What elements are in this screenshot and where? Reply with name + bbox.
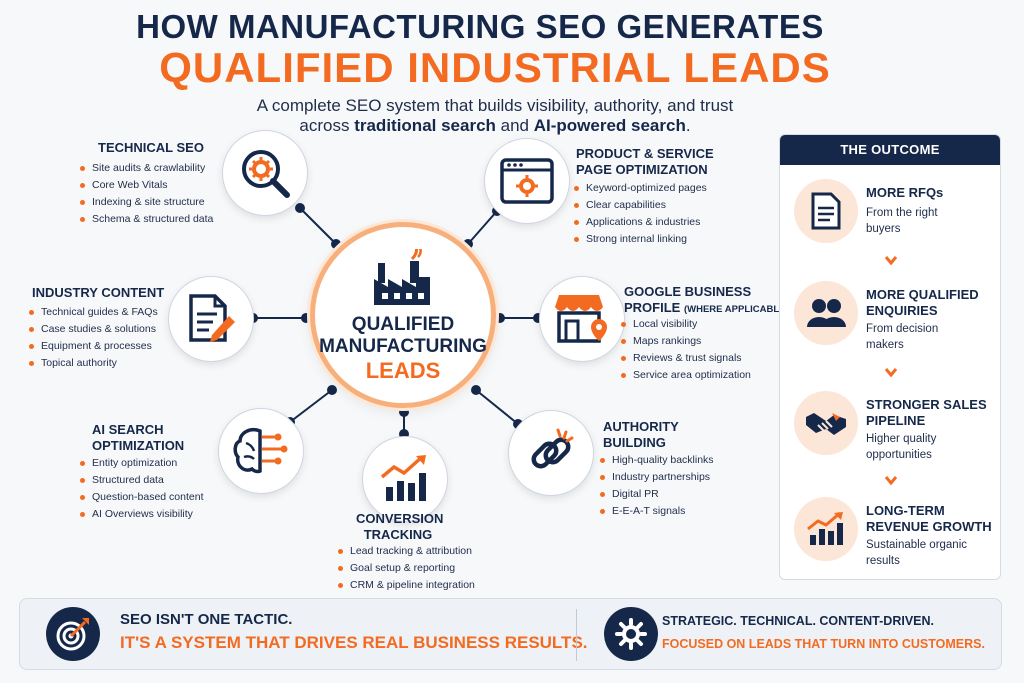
bar-chart-trend-icon bbox=[380, 455, 426, 501]
chain-link-icon bbox=[531, 428, 574, 469]
footer-divider bbox=[576, 609, 577, 661]
list-item: Question-based content bbox=[80, 489, 204, 506]
hub-line-3: LEADS bbox=[365, 358, 441, 383]
footer-right-icon-wrap bbox=[604, 607, 658, 661]
footer-banner: SEO ISN'T ONE TACTIC. IT'S A SYSTEM THAT… bbox=[19, 598, 1002, 670]
footer-left-line-2: IT'S A SYSTEM THAT DRIVES REAL BUSINESS … bbox=[120, 633, 588, 652]
outcome-icon-wrap bbox=[794, 281, 858, 345]
list-item: Goal setup & reporting bbox=[338, 560, 475, 577]
outcome-title-1: MORE RFQs bbox=[866, 185, 944, 200]
gear-icon bbox=[615, 618, 647, 650]
subtitle-line-1: A complete SEO system that builds visibi… bbox=[256, 96, 734, 115]
list-item: Core Web Vitals bbox=[80, 177, 213, 194]
footer-right-line-2: FOCUSED ON LEADS THAT TURN INTO CUSTOMER… bbox=[662, 637, 985, 651]
product-page-node bbox=[484, 138, 570, 224]
google-business-title: GOOGLE BUSINESS PROFILE (WHERE APPLICABL… bbox=[624, 284, 789, 315]
industry-content-node bbox=[168, 276, 254, 362]
list-item: Applications & industries bbox=[574, 214, 707, 231]
title-line-1: HOW MANUFACTURING SEO GENERATES bbox=[136, 8, 824, 45]
brain-circuit-icon bbox=[233, 428, 288, 474]
authority-node bbox=[508, 410, 594, 496]
list-item: Reviews & trust signals bbox=[621, 350, 751, 367]
list-item: Topical authority bbox=[29, 355, 158, 372]
list-item: CRM & pipeline integration bbox=[338, 577, 475, 594]
list-item: E-E-A-T signals bbox=[600, 503, 714, 520]
central-hub: QUALIFIED MANUFACTURING LEADS bbox=[310, 222, 496, 408]
google-business-node bbox=[539, 276, 625, 362]
conversion-list: Lead tracking & attribution Goal setup &… bbox=[338, 543, 475, 594]
list-item: Industry partnerships bbox=[600, 469, 714, 486]
ai-search-list: Entity optimization Structured data Ques… bbox=[80, 455, 204, 523]
ai-search-node bbox=[218, 408, 304, 494]
list-item: Maps rankings bbox=[621, 333, 751, 350]
people-icon bbox=[807, 299, 846, 327]
product-page-list: Keyword-optimized pages Clear capabiliti… bbox=[574, 180, 707, 248]
growth-chart-icon bbox=[807, 511, 843, 545]
technical-seo-node bbox=[222, 130, 308, 216]
authority-list: High-quality backlinks Industry partners… bbox=[600, 452, 714, 520]
conversion-node bbox=[362, 436, 448, 522]
magnifier-gear-icon bbox=[242, 150, 290, 198]
list-item: Site audits & crawlability bbox=[80, 160, 213, 177]
chevron-down-icon bbox=[884, 256, 898, 266]
list-item: High-quality backlinks bbox=[600, 452, 714, 469]
list-item: Structured data bbox=[80, 472, 204, 489]
subtitle-line-2: across traditional search and AI-powered… bbox=[299, 116, 691, 135]
technical-seo-list: Site audits & crawlability Core Web Vita… bbox=[80, 160, 213, 228]
outcome-title: THE OUTCOME bbox=[780, 135, 1000, 165]
list-item: Clear capabilities bbox=[574, 197, 707, 214]
outcome-icon-wrap bbox=[794, 391, 858, 455]
footer-left-line-1: SEO ISN'T ONE TACTIC. bbox=[120, 611, 293, 628]
technical-seo-title: TECHNICAL SEO bbox=[98, 140, 204, 155]
target-arrow-icon bbox=[56, 618, 89, 651]
list-item: Strong internal linking bbox=[574, 231, 707, 248]
factory-icon bbox=[374, 246, 430, 305]
footer-right-line-1: STRATEGIC. TECHNICAL. CONTENT-DRIVEN. bbox=[662, 614, 934, 628]
list-item: Digital PR bbox=[600, 486, 714, 503]
footer-left-icon-wrap bbox=[46, 607, 100, 661]
chevron-down-icon bbox=[884, 368, 898, 378]
list-item: Local visibility bbox=[621, 316, 751, 333]
list-item: Case studies & solutions bbox=[29, 321, 158, 338]
list-item: Service area optimization bbox=[621, 367, 751, 384]
list-item: Equipment & processes bbox=[29, 338, 158, 355]
list-item: Indexing & site structure bbox=[80, 194, 213, 211]
google-business-list: Local visibility Maps rankings Reviews &… bbox=[621, 316, 751, 384]
browser-gear-icon bbox=[500, 158, 554, 204]
outcome-icon-wrap bbox=[794, 179, 858, 243]
industry-content-list: Technical guides & FAQs Case studies & s… bbox=[29, 304, 158, 372]
list-item: Keyword-optimized pages bbox=[574, 180, 707, 197]
handshake-icon bbox=[806, 413, 846, 435]
document-pencil-icon bbox=[189, 294, 235, 342]
chevron-down-icon bbox=[884, 476, 898, 486]
storefront-pin-icon bbox=[555, 295, 607, 343]
list-item: Schema & structured data bbox=[80, 211, 213, 228]
hub-line-1: QUALIFIED bbox=[351, 314, 455, 335]
list-item: Technical guides & FAQs bbox=[29, 304, 158, 321]
hub-line-2: MANUFACTURING bbox=[319, 336, 487, 357]
list-item: Entity optimization bbox=[80, 455, 204, 472]
document-icon bbox=[811, 192, 841, 230]
outcome-icon-wrap bbox=[794, 497, 858, 561]
title-line-2: QUALIFIED INDUSTRIAL LEADS bbox=[159, 44, 831, 91]
list-item: AI Overviews visibility bbox=[80, 506, 204, 523]
industry-content-title: INDUSTRY CONTENT bbox=[32, 285, 165, 300]
list-item: Lead tracking & attribution bbox=[338, 543, 475, 560]
